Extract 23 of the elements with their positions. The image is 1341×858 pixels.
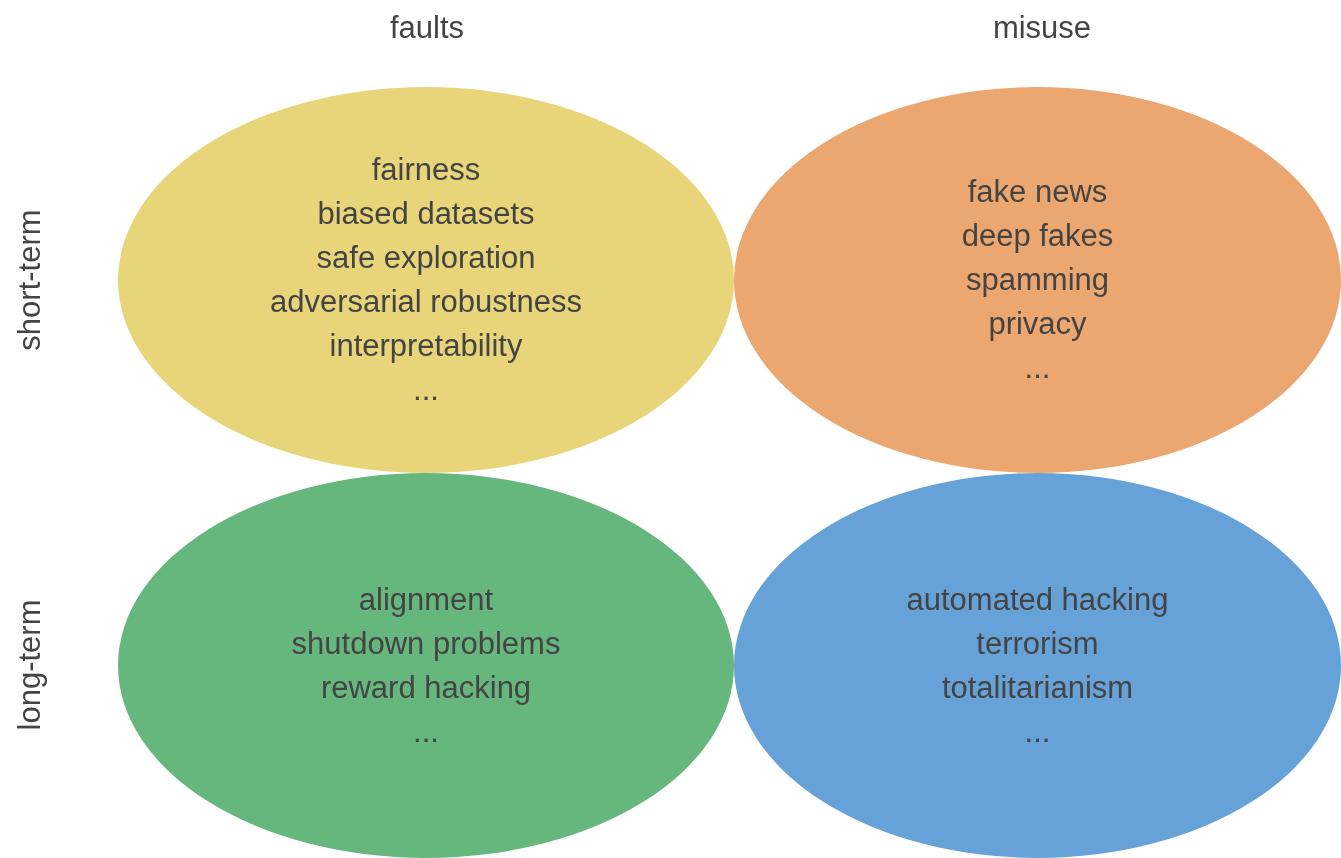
risk-item: alignment — [358, 580, 494, 619]
risk-item: adversarial robustness — [270, 283, 582, 321]
row-header: long-term — [11, 599, 48, 731]
risk-item: deep fakes — [961, 217, 1114, 255]
risk-item: spamming — [966, 261, 1109, 299]
risk-item: ... — [413, 371, 439, 409]
row-header: short-term — [11, 209, 48, 351]
risk-item: biased datasets — [317, 195, 535, 233]
risk-item: ... — [1024, 712, 1051, 751]
risk-item: reward hacking — [320, 668, 532, 707]
risk-item: ... — [1024, 349, 1051, 387]
column-header: misuse — [992, 9, 1092, 47]
risk-item: ... — [413, 712, 439, 751]
risk-item: interpretability — [329, 327, 523, 365]
risk-item: terrorism — [976, 624, 1099, 663]
risk-item: automated hacking — [906, 580, 1169, 619]
risk-item: fairness — [371, 151, 481, 189]
risk-item: shutdown problems — [291, 624, 561, 663]
risk-item: safe exploration — [316, 239, 536, 277]
risk-item: totalitarianism — [941, 668, 1134, 707]
risk-item: fake news — [967, 173, 1108, 211]
risk-item: privacy — [988, 305, 1087, 343]
column-header: faults — [389, 9, 465, 47]
